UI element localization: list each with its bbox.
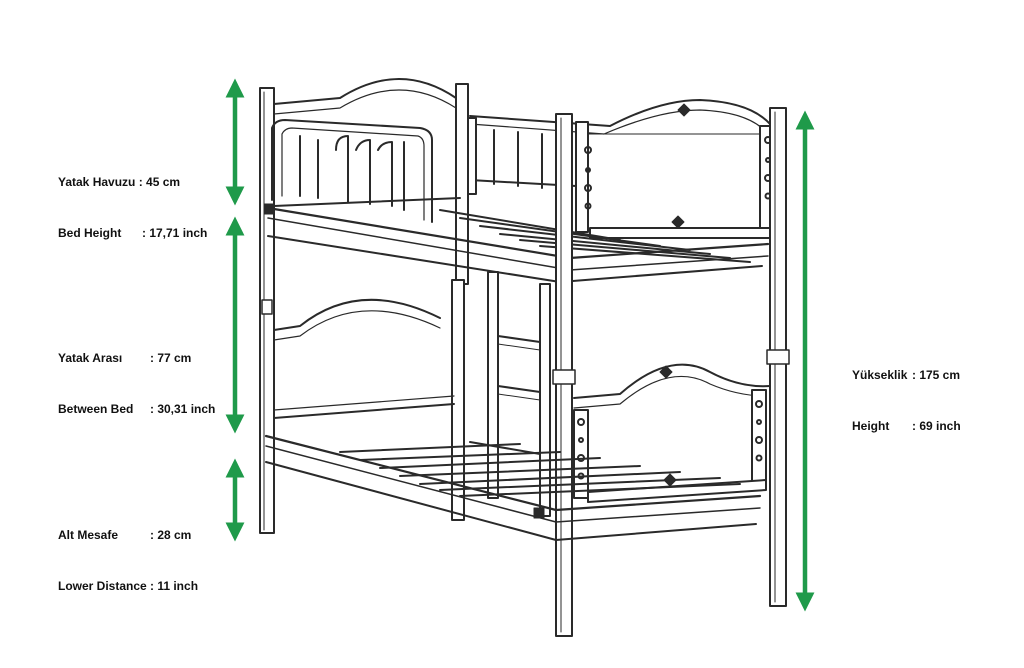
upper-back-headboard <box>271 78 457 223</box>
between-bed-en-value: : 30,31 inch <box>150 402 216 416</box>
lower-distance-tr-value: : 28 cm <box>150 528 192 542</box>
back-middle-post <box>451 83 469 521</box>
lower-back-headboard <box>273 298 455 419</box>
dimension-arrows <box>225 78 815 612</box>
total-height-label: Yükseklik : 175 cm Height : 69 inch <box>852 333 961 452</box>
lower-bed-frame <box>264 434 762 541</box>
between-bed-tr-label: Yatak Arası <box>58 351 123 365</box>
ladder <box>487 271 551 517</box>
between-bed-tr-value: : 77 cm <box>150 351 192 365</box>
total-height-tr-value: : 175 cm <box>912 368 961 382</box>
front-right-post <box>766 107 790 607</box>
between-bed-label: Yatak Arası : 77 cm Between Bed : 30,31 in… <box>58 316 215 435</box>
total-height-tr-label: Yükseklik <box>852 368 908 382</box>
bed-height-en-label: Bed Height <box>58 226 122 240</box>
total-height-en-label: Height <box>852 419 890 433</box>
total-height-en-value: : 69 inch <box>912 419 961 433</box>
bunk-bed-drawing <box>259 78 790 637</box>
bed-height-tr-value: : 45 cm <box>138 175 181 189</box>
lower-distance-label: Alt Mesafe : 28 cm Lower Distance: 11 inc… <box>58 493 198 612</box>
lower-distance-tr-label: Alt Mesafe <box>58 528 119 542</box>
bed-height-en-value: : 17,71 inch <box>142 226 208 240</box>
bed-height-tr-label: Yatak Havuzu <box>58 175 136 189</box>
bed-height-label: Yatak Havuzu : 45 cm Bed Height : 17,71 i… <box>58 140 207 259</box>
lower-distance-en-value: : 11 inch <box>150 579 199 593</box>
between-bed-en-label: Between Bed <box>58 402 134 416</box>
lower-distance-en-label: Lower Distance <box>58 579 147 593</box>
back-left-post <box>259 87 275 534</box>
upper-bed-frame <box>263 197 770 283</box>
front-middle-post <box>552 113 576 637</box>
upper-front-headboard <box>467 99 775 239</box>
lower-front-headboard <box>573 363 771 503</box>
